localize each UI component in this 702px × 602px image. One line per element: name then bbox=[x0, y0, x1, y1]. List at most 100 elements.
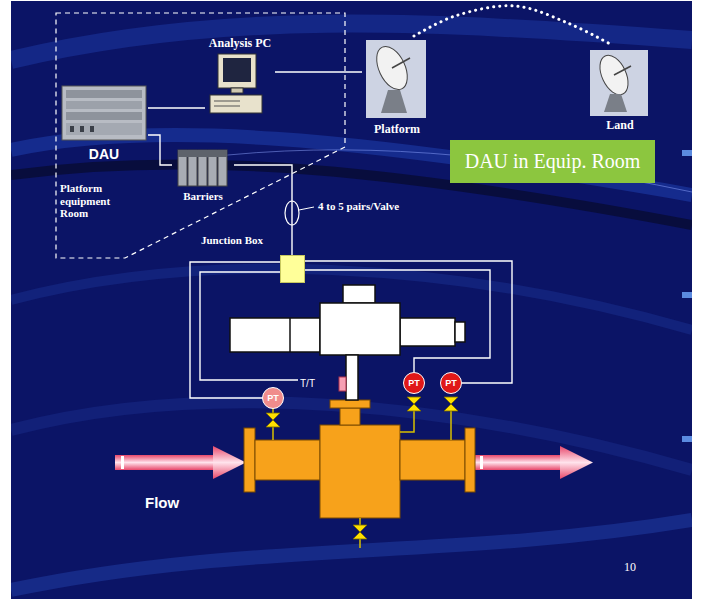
valve-body bbox=[400, 440, 465, 480]
isolation-valve bbox=[359, 539, 361, 548]
valve-body bbox=[255, 440, 320, 480]
platform-dish: Platform bbox=[362, 36, 432, 138]
barriers-label: Barriers bbox=[172, 190, 234, 202]
valve-actuator bbox=[230, 285, 465, 400]
land-dish-label: Land bbox=[585, 118, 655, 133]
dau-rack-picture bbox=[66, 101, 142, 109]
land-dish-picture bbox=[594, 51, 634, 99]
analysis-pc-picture bbox=[231, 88, 243, 93]
temperature-transmitter: T/T bbox=[298, 374, 348, 394]
dau-rack-picture bbox=[90, 126, 94, 132]
valve-body bbox=[330, 400, 370, 408]
analysis-pc-picture bbox=[214, 106, 240, 107]
valve-actuator bbox=[343, 285, 375, 303]
signal-wire bbox=[200, 272, 298, 380]
dau-rack: DAU bbox=[60, 82, 148, 165]
analysis-pc-picture bbox=[218, 54, 256, 88]
region-outline bbox=[56, 13, 345, 258]
valve-actuator bbox=[230, 318, 320, 352]
platform-dish-picture bbox=[366, 40, 426, 118]
pressure-transmitter: PT bbox=[262, 387, 284, 409]
flow-arrow bbox=[480, 456, 483, 469]
transmitter-symbol bbox=[263, 388, 284, 409]
flow-arrow bbox=[115, 455, 215, 470]
isolation-valve bbox=[266, 413, 280, 420]
signal-wire bbox=[305, 261, 512, 383]
analysis-pc-picture bbox=[210, 95, 262, 113]
cable-callout bbox=[285, 201, 314, 225]
valve-body bbox=[465, 428, 475, 492]
valve-actuator bbox=[346, 355, 358, 400]
note-box: DAU in Equip. Room bbox=[450, 140, 655, 183]
connector-group bbox=[148, 6, 612, 398]
temperature-transmitter-label: T/T bbox=[300, 378, 315, 389]
valve-body bbox=[244, 400, 475, 518]
land-dish-picture bbox=[614, 66, 631, 75]
junction-box-label: Junction Box bbox=[201, 234, 263, 246]
signal-wire bbox=[190, 262, 280, 398]
flow-label: Flow bbox=[145, 494, 179, 511]
equipment-room-region-label: Platform equipment Room bbox=[60, 182, 132, 220]
slide-ground bbox=[11, 1, 692, 599]
transmitter-symbol bbox=[441, 373, 462, 394]
isolation-valve bbox=[400, 411, 414, 432]
background-swoosh bbox=[11, 520, 692, 590]
signal-wire bbox=[148, 107, 205, 108]
note-box-label: DAU in Equip. Room bbox=[450, 150, 655, 173]
dau-rack-picture bbox=[66, 112, 142, 120]
valve-actuator bbox=[455, 322, 465, 342]
land-dish-picture bbox=[590, 50, 648, 116]
signal-wire bbox=[305, 270, 490, 372]
isolation-valve bbox=[444, 404, 458, 411]
platform-dish-picture bbox=[392, 58, 410, 68]
background-swoosh bbox=[682, 150, 692, 156]
pressure-transmitter-label: PT bbox=[403, 378, 425, 388]
analysis-pc-picture bbox=[210, 54, 262, 113]
isolation-valve bbox=[273, 409, 451, 548]
dau-rack-picture bbox=[62, 86, 146, 140]
pressure-transmitter: PT bbox=[440, 372, 462, 394]
barriers: Barriers bbox=[172, 148, 234, 206]
junction-box: Junction Box bbox=[280, 255, 305, 283]
isolation-valve bbox=[407, 404, 421, 411]
dau-rack-label: DAU bbox=[60, 146, 148, 162]
analysis-pc-picture bbox=[223, 58, 251, 82]
flow-arrow bbox=[213, 446, 246, 479]
cable-label: 4 to 5 pairs/Valve bbox=[318, 200, 399, 212]
valve-actuator bbox=[289, 318, 291, 352]
land-dish-picture bbox=[590, 50, 648, 116]
signal-wire bbox=[275, 71, 362, 72]
background-swoosh bbox=[200, 150, 692, 192]
valve-actuator bbox=[320, 303, 400, 355]
background-swoosh bbox=[682, 292, 692, 298]
pressure-transmitter-label: PT bbox=[262, 393, 284, 403]
transmitter-symbol bbox=[404, 373, 425, 394]
analysis-pc-label: Analysis PC bbox=[205, 36, 275, 51]
platform-dish-picture bbox=[381, 90, 407, 113]
platform-dish-picture bbox=[370, 42, 413, 95]
background-swoosh bbox=[11, 24, 692, 60]
background-swoosh bbox=[682, 436, 692, 442]
isolation-valve bbox=[407, 397, 421, 404]
valve-actuator bbox=[400, 318, 455, 346]
isolation-valve bbox=[353, 532, 367, 539]
analysis-pc-picture bbox=[214, 101, 240, 102]
barrier-modules bbox=[178, 150, 227, 157]
cable-callout bbox=[299, 207, 314, 210]
isolation-valve bbox=[359, 518, 361, 525]
equipment-room-region-outline bbox=[55, 12, 346, 259]
flow-arrow bbox=[474, 455, 562, 470]
valve-body bbox=[320, 425, 400, 518]
platform-dish-label: Platform bbox=[362, 122, 432, 137]
sensor-symbol bbox=[339, 377, 346, 391]
pressure-transmitter: PT bbox=[403, 372, 425, 394]
isolation-valve bbox=[450, 411, 452, 440]
dau-rack-picture bbox=[66, 90, 142, 98]
dau-rack-picture bbox=[80, 126, 84, 132]
